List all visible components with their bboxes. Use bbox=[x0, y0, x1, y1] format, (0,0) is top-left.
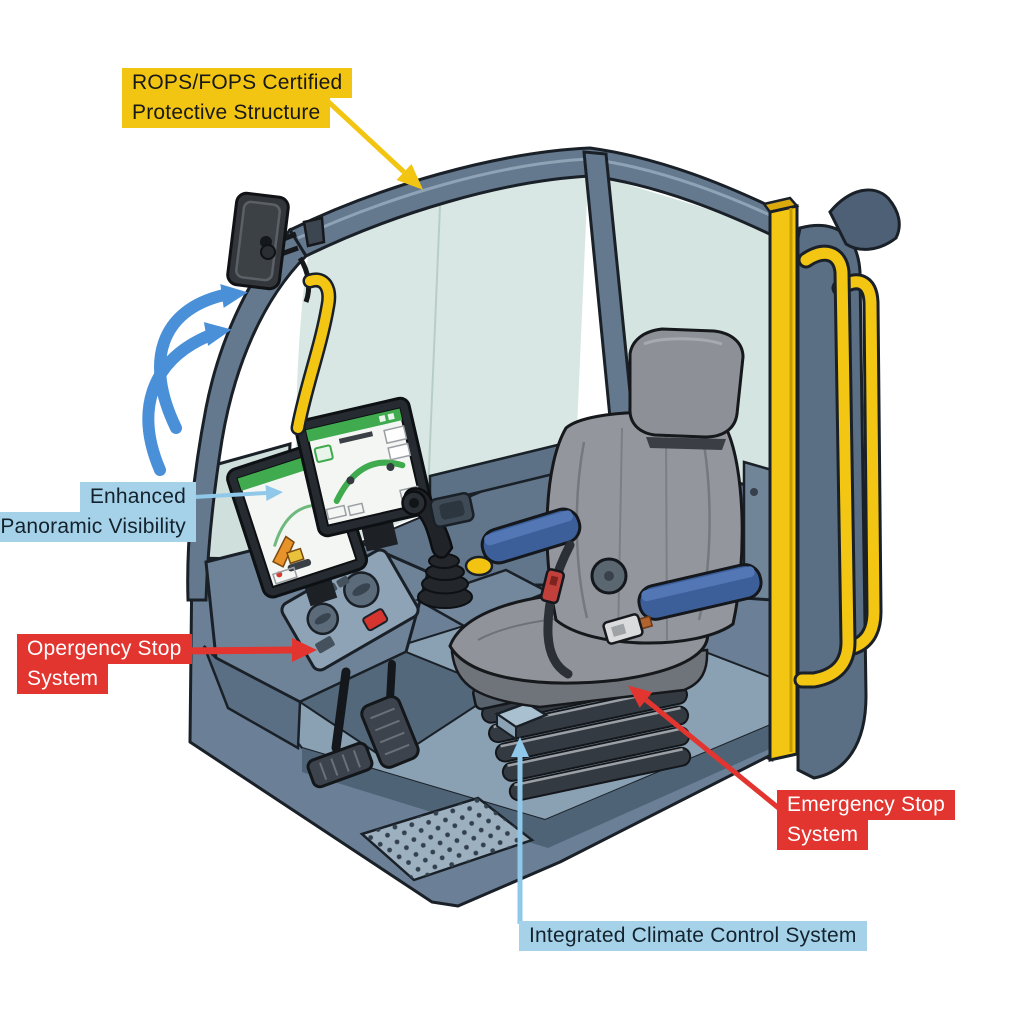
door-column bbox=[796, 223, 868, 780]
mirror-bracket bbox=[302, 216, 326, 248]
seat-headrest bbox=[628, 327, 745, 439]
gauge-arc bbox=[333, 459, 406, 504]
a-pillar bbox=[186, 227, 308, 602]
emergency-stop-right-label-line2: System bbox=[777, 820, 869, 850]
armrest-right bbox=[637, 563, 763, 621]
climate-control-label: Integrated Climate Control System bbox=[519, 921, 867, 951]
climate-control-label-line1: Integrated Climate Control System bbox=[519, 921, 867, 951]
floor-mat-perforations bbox=[362, 798, 532, 880]
handrail-tube-inner bbox=[793, 244, 857, 689]
joystick bbox=[401, 487, 473, 609]
pedals bbox=[306, 660, 420, 789]
pedal-left bbox=[306, 741, 374, 789]
rops-leader-arrow bbox=[318, 92, 424, 190]
seatbelt-strap bbox=[543, 540, 575, 679]
panoramic-visibility-label-line1: Enhanced bbox=[79, 482, 196, 512]
climate-leader-arrow bbox=[511, 737, 529, 924]
motion-arrow-upper bbox=[154, 289, 230, 434]
rear-view-mirror bbox=[226, 191, 290, 291]
rops-fops-label-line2: Protective Structure bbox=[122, 98, 331, 128]
estop-left-leader-arrow bbox=[174, 638, 317, 662]
seatbelt-latch bbox=[602, 613, 654, 645]
rocker-switch bbox=[429, 492, 475, 528]
dashboard-console bbox=[202, 396, 551, 764]
cab-corner-bracket bbox=[828, 188, 901, 251]
emergency-stop-left-label: Opergency Stop System bbox=[17, 634, 192, 694]
red-switch bbox=[362, 608, 389, 632]
display-monitor-right bbox=[294, 396, 434, 552]
callout-leaders bbox=[174, 92, 783, 924]
excavator-icon bbox=[272, 535, 295, 568]
climate-unit bbox=[494, 701, 549, 741]
grab-handle bbox=[290, 272, 337, 436]
panoramic-visibility-label-line2: Panoramic Visibility bbox=[0, 512, 196, 542]
emergency-stop-right-label: Emergency Stop System bbox=[777, 790, 956, 850]
handrail-tube-outer bbox=[831, 273, 883, 657]
pedal-right bbox=[360, 695, 420, 769]
emergency-stop-left-label-line1: Opergency Stop bbox=[17, 634, 192, 664]
rops-fops-label: ROPS/FOPS Certified Protective Structure bbox=[122, 68, 353, 128]
motion-arrow-lower bbox=[142, 330, 214, 476]
flat-handrail-bar bbox=[761, 196, 800, 762]
door-keyhole bbox=[750, 488, 758, 496]
joystick-boot bbox=[417, 553, 473, 609]
seatbelt-buckle bbox=[539, 568, 566, 605]
headrest-gap bbox=[646, 437, 726, 450]
rops-fops-label-line1: ROPS/FOPS Certified bbox=[122, 68, 353, 98]
armrest-left bbox=[480, 507, 582, 565]
visibility-leader-arrow bbox=[193, 485, 283, 501]
right-door-structure bbox=[761, 188, 901, 780]
instrument-panel bbox=[280, 548, 420, 672]
visibility-motion-arrows bbox=[142, 284, 248, 476]
emergency-stop-left-label-line2: System bbox=[17, 664, 109, 694]
yellow-button bbox=[464, 555, 494, 577]
mirror-pivot bbox=[260, 244, 276, 260]
mirror-assembly bbox=[226, 191, 326, 303]
windshield-seam bbox=[427, 205, 441, 493]
panoramic-visibility-label: Enhanced Panoramic Visibility bbox=[0, 482, 196, 542]
estop-right-leader-arrow bbox=[628, 685, 783, 812]
emergency-stop-right-label-line1: Emergency Stop bbox=[777, 790, 956, 820]
roof-ridge-line bbox=[297, 157, 773, 240]
